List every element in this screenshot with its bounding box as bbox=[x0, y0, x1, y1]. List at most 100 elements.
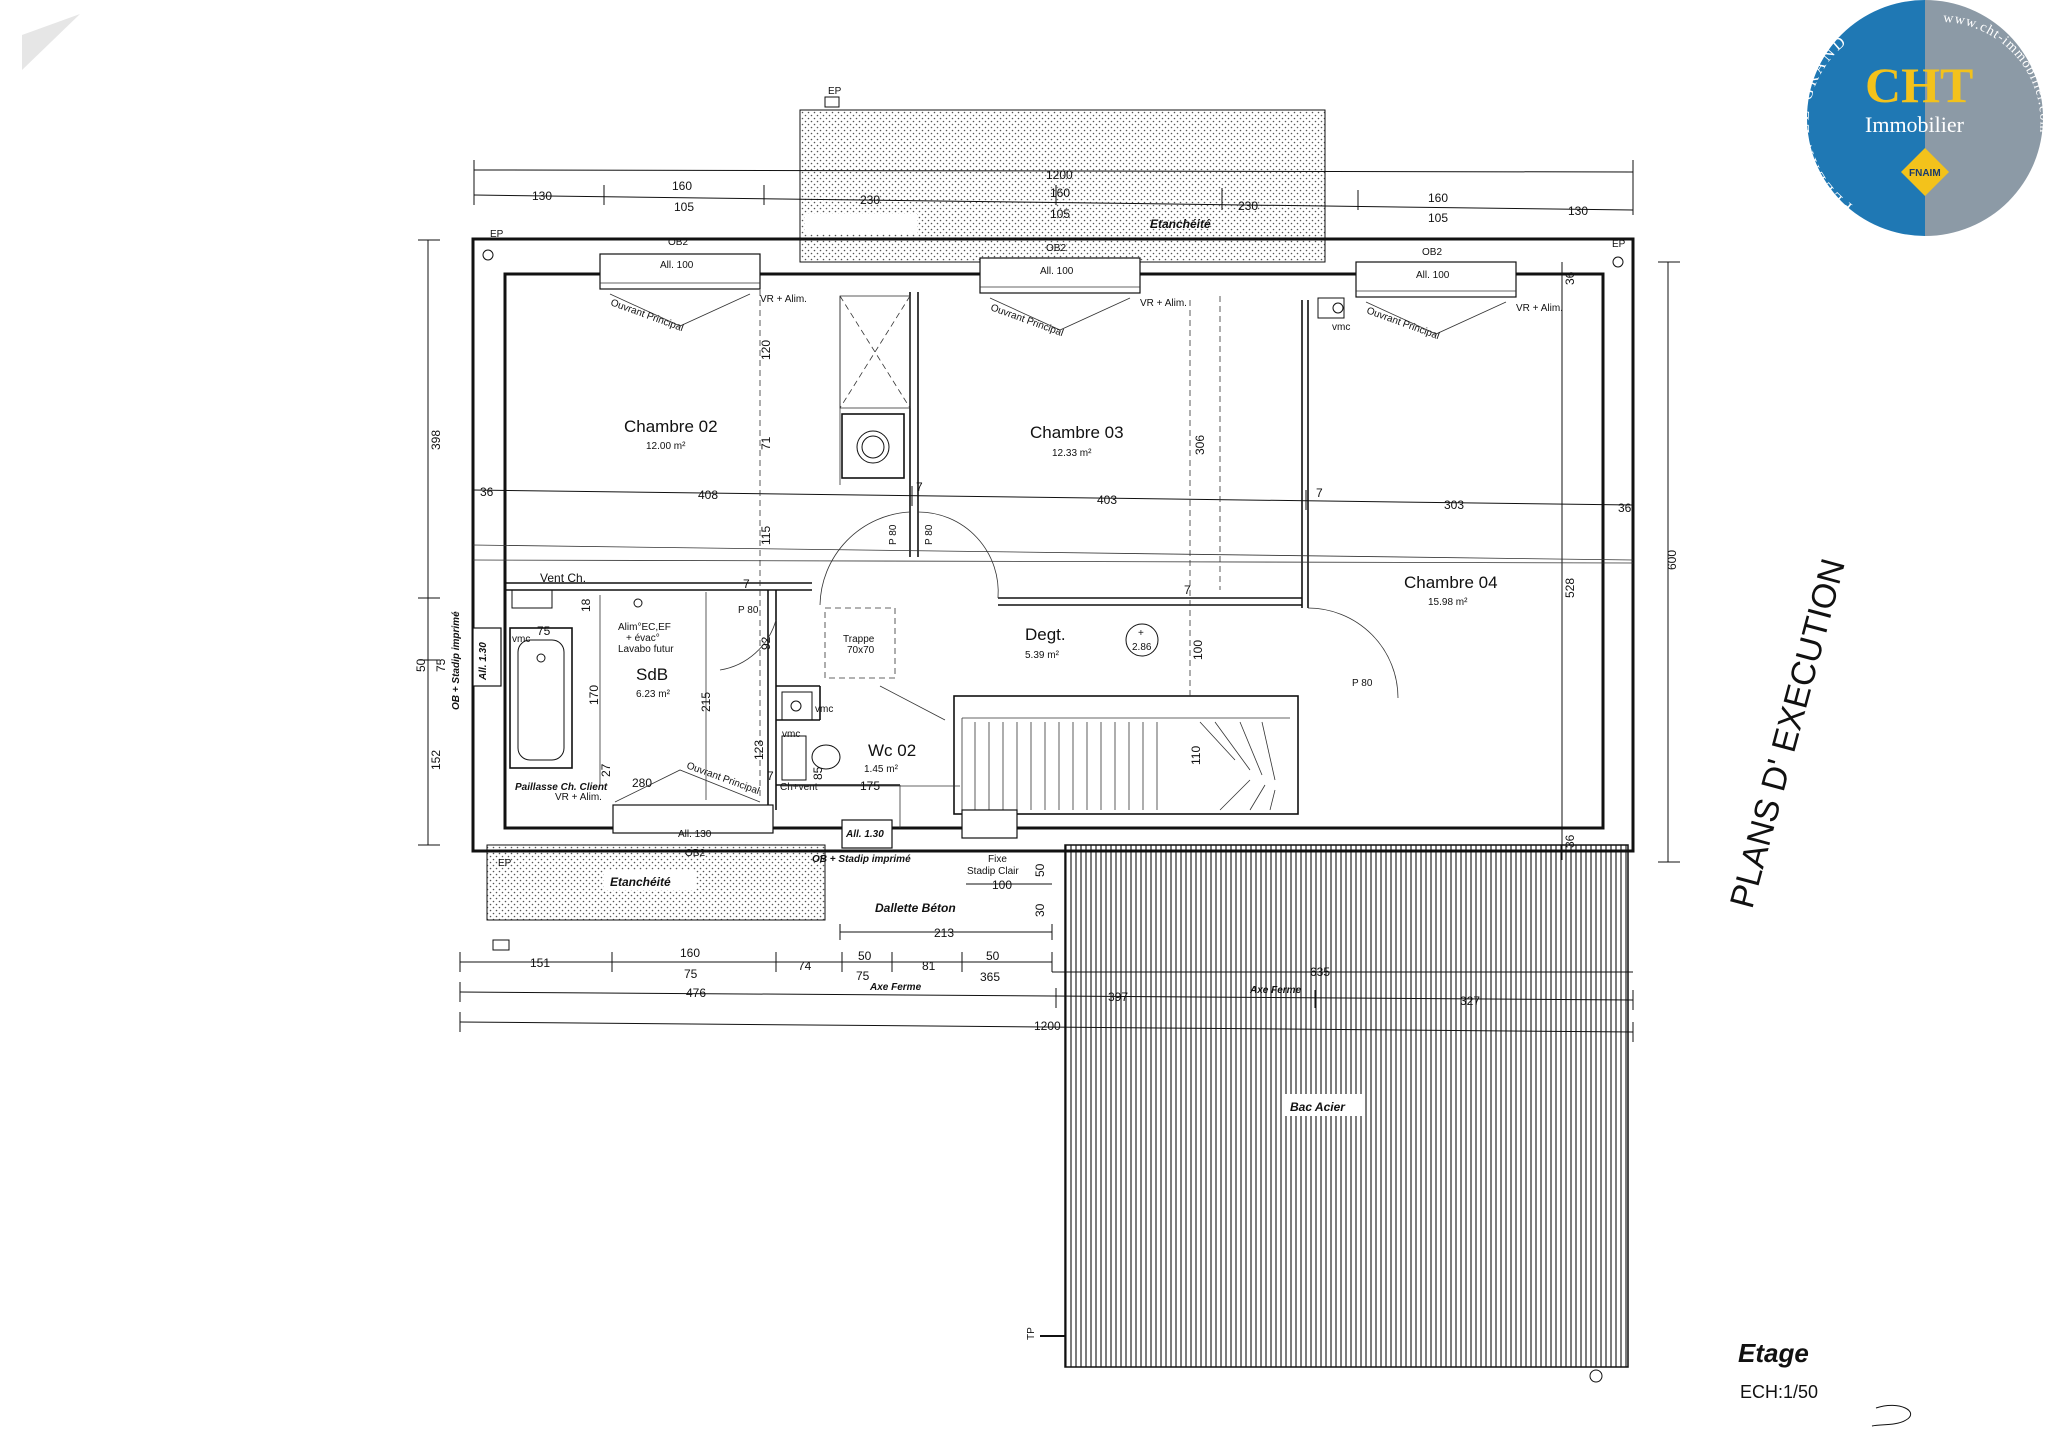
stair-winder bbox=[1239, 721, 1263, 776]
paillasse-label: Paillasse Ch. Client bbox=[515, 782, 608, 793]
trappe-label: Trappe bbox=[843, 634, 875, 645]
dim-top-105b: 105 bbox=[1050, 207, 1070, 221]
alim-label-2: + évac° bbox=[626, 633, 660, 644]
annotations: vmc vmc vmc vmc Vent Ch. Alim°EC,EF + év… bbox=[512, 322, 1350, 803]
dim-mid-403: 403 bbox=[1097, 493, 1117, 507]
dim-175: 175 bbox=[860, 779, 880, 793]
dim-b-75b: 75 bbox=[856, 969, 870, 983]
ep-downpipe-top bbox=[824, 96, 840, 108]
axe-ferme-label-1: Axe Ferme bbox=[869, 982, 922, 993]
window-allege-1: All. 100 bbox=[660, 260, 694, 271]
logo-brand: CHT bbox=[1865, 57, 1973, 113]
door-p80-3: P 80 bbox=[738, 605, 759, 616]
dim-mid-408: 408 bbox=[698, 488, 718, 502]
dim-left-50: 50 bbox=[414, 658, 428, 672]
vent-ch-label: Vent Ch. bbox=[540, 571, 586, 585]
dimension-lines: 1200 130 160 105 230 160 105 230 160 105… bbox=[414, 160, 1680, 1042]
window-allege-2: All. 100 bbox=[1040, 266, 1074, 277]
axe-ferme-label-2: Axe Ferme bbox=[1249, 985, 1302, 996]
etancheite-bottom-label: Etanchéité bbox=[610, 875, 671, 889]
window-allege-3: All. 100 bbox=[1416, 270, 1450, 281]
dim-b-75a: 75 bbox=[684, 967, 698, 981]
vmc-label-wc-1: vmc bbox=[815, 704, 833, 715]
dim-7-e: 7 bbox=[767, 769, 774, 783]
stair-winder bbox=[1269, 789, 1276, 811]
fixe-label: Fixe bbox=[988, 854, 1007, 865]
window-ob2-1: OB2 bbox=[668, 237, 688, 248]
dim-v-110: 110 bbox=[1189, 746, 1203, 765]
dim-v-27: 27 bbox=[599, 763, 613, 777]
shower-tray bbox=[511, 589, 553, 609]
dim-v-120: 120 bbox=[759, 340, 773, 360]
ouvrant-sdb-label: Ouvrant Principal bbox=[685, 760, 761, 797]
interior-walls bbox=[505, 292, 1309, 828]
fnaim-badge-icon bbox=[1901, 148, 1949, 196]
stair-winder bbox=[1214, 721, 1251, 771]
dim-right-600: 600 bbox=[1665, 550, 1679, 570]
logo-subtitle: Immobilier bbox=[1865, 112, 1965, 137]
ep-label-topleft: EP bbox=[490, 229, 504, 240]
chimney-flue bbox=[841, 413, 905, 479]
ep-label-topright: EP bbox=[1612, 239, 1626, 250]
dim-b-50b: 50 bbox=[986, 949, 1000, 963]
dim-7-b: 7 bbox=[1316, 486, 1323, 500]
bathtub bbox=[509, 627, 573, 769]
top-windows: All. 100 All. 100 All. 100 OB2 OB2 OB2 O… bbox=[599, 237, 1563, 342]
dim-b-151: 151 bbox=[530, 956, 550, 970]
dim-top-130a: 130 bbox=[532, 189, 552, 203]
scribble-mark bbox=[1871, 1404, 1912, 1427]
attic-hatch bbox=[824, 607, 896, 679]
dim-v-92: 92 bbox=[759, 636, 773, 650]
ceiling-height-cross: + bbox=[1138, 628, 1144, 639]
dim-v-30: 30 bbox=[1033, 903, 1047, 917]
room-chambre04-name: Chambre 04 bbox=[1404, 573, 1498, 592]
etancheite-top-zone: Etanchéité EP bbox=[799, 86, 1326, 263]
scan-corner-fold bbox=[22, 14, 80, 70]
dim-top-105a: 105 bbox=[674, 200, 694, 214]
window-ob2-2: OB2 bbox=[1046, 243, 1066, 254]
dim-b-81: 81 bbox=[922, 959, 936, 973]
ouvrant-label-2: Ouvrant Principal bbox=[989, 302, 1065, 339]
bottom-windows: All. 130 All. 1.30 OB2 OB + Stadip impri… bbox=[451, 611, 1019, 877]
window-ob2-3: OB2 bbox=[1422, 247, 1442, 258]
vr-alim-label-2: VR + Alim. bbox=[1140, 298, 1187, 309]
stadip-clair-label: Stadip Clair bbox=[967, 866, 1019, 877]
plans-execution-stamp: PLANS D' EXECUTION bbox=[1723, 555, 1853, 912]
window-all130-left: All. 1.30 bbox=[478, 642, 489, 681]
vmc-label-wc-2: vmc bbox=[782, 729, 800, 740]
door-p80-2: P 80 bbox=[924, 524, 935, 545]
room-chambre02-area: 12.00 m² bbox=[646, 441, 686, 452]
wc-toilet bbox=[781, 691, 841, 781]
vmc-box-ch04 bbox=[1317, 297, 1345, 319]
dim-b-635: 635 bbox=[1310, 965, 1330, 979]
vr-alim-sdb-label: VR + Alim. bbox=[555, 792, 602, 803]
room-chambre04-area: 15.98 m² bbox=[1428, 597, 1468, 608]
alim-label-3: Lavabo futur bbox=[618, 644, 674, 655]
stair-winder bbox=[1199, 721, 1236, 761]
room-degt-area: 5.39 m² bbox=[1025, 650, 1060, 661]
dim-d-100: 100 bbox=[992, 878, 1012, 892]
room-chambre02-name: Chambre 02 bbox=[624, 417, 718, 436]
staircase bbox=[953, 695, 1299, 815]
dim-v-71: 71 bbox=[759, 436, 773, 450]
stair-winder bbox=[1261, 721, 1276, 781]
dim-75-sdb: 75 bbox=[537, 624, 551, 638]
stair-winder bbox=[1219, 779, 1251, 811]
ch-vent-label: Ch+vent bbox=[780, 782, 818, 793]
door-p80-4: P 80 bbox=[1352, 678, 1373, 689]
vmc-label-ch04: vmc bbox=[1332, 322, 1350, 333]
dim-right-528: 528 bbox=[1563, 578, 1577, 598]
dim-7-d: 7 bbox=[1184, 583, 1191, 597]
dim-top-130b: 130 bbox=[1568, 204, 1588, 218]
window-ob2-bottom: OB2 bbox=[685, 848, 705, 859]
window-all130-2: All. 1.30 bbox=[845, 829, 884, 840]
ob-stadip-bottom: OB + Stadip imprimé bbox=[812, 854, 911, 865]
dim-v-215: 215 bbox=[699, 692, 713, 712]
dim-left-75: 75 bbox=[434, 658, 448, 672]
window-all130-1: All. 130 bbox=[678, 829, 712, 840]
dim-top-105c: 105 bbox=[1428, 211, 1448, 225]
dim-v-306: 306 bbox=[1193, 435, 1207, 455]
etancheite-top-label: Etanchéité bbox=[1150, 217, 1211, 231]
ouvrant-label-1: Ouvrant Principal bbox=[609, 297, 685, 334]
